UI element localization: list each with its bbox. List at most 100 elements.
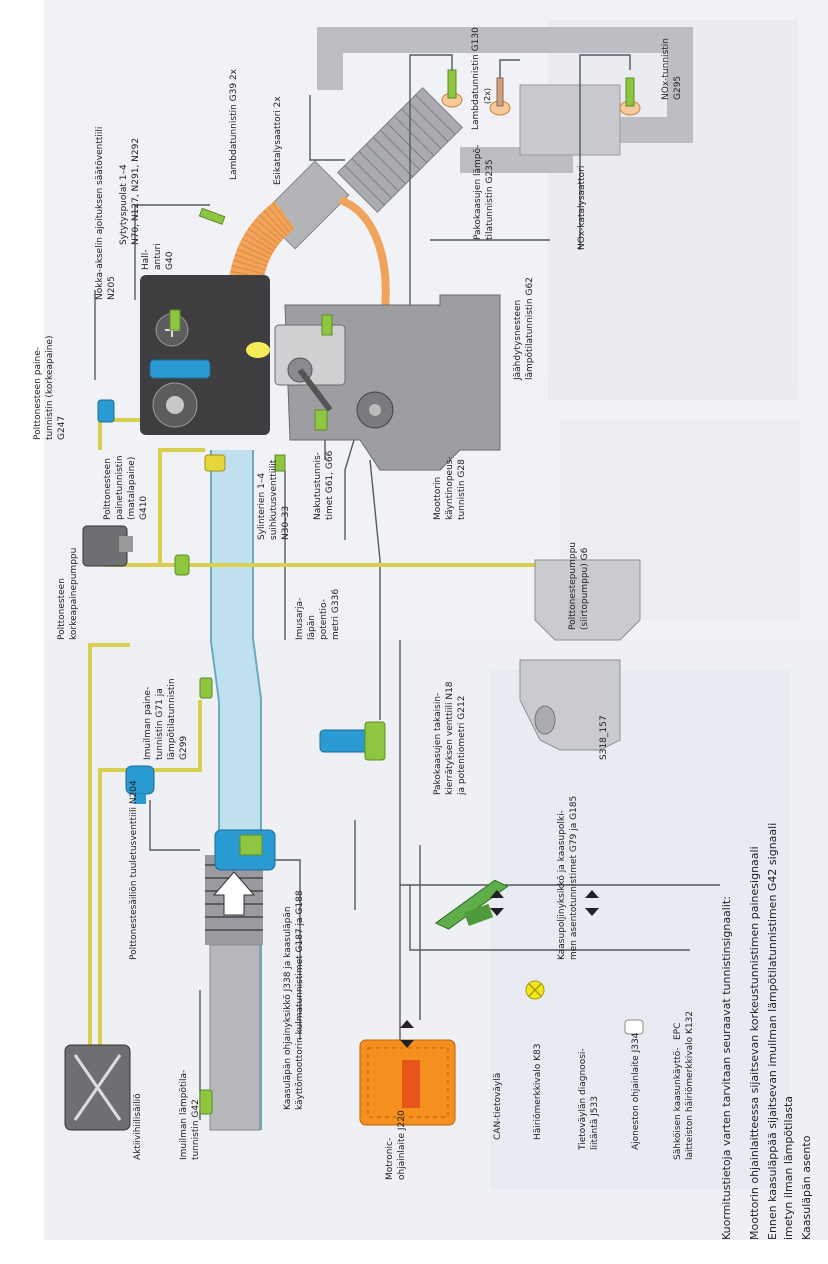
knock-sensor	[314, 409, 328, 431]
label-epc-symbol: EPC	[673, 1023, 683, 1040]
signals-heading: Kuormitustietoja varten tarvitaan seuraa…	[720, 896, 733, 1240]
figure-id: S318_157	[599, 715, 609, 760]
injector-rail	[149, 359, 211, 379]
label-nokka-a: Nokka-akselin ajoituksen säätöventtiili	[95, 127, 105, 300]
g42-sensor	[199, 1089, 213, 1115]
signal-item-3: imetyn ilman lämpötilasta	[782, 1096, 795, 1240]
label-poltto-korkea-a: Polttonesteen paine-	[33, 347, 43, 440]
label-imusarja-a: Imusarja-	[295, 598, 305, 640]
label-imuilma-paine-c: lämpötilatunnistin	[167, 678, 177, 760]
n204-valve	[125, 765, 155, 804]
bus-arrow-up-icon	[490, 890, 504, 898]
label-nokka-b: N205	[107, 276, 117, 300]
components	[64, 309, 509, 1131]
label-imuilma-lampo-a: Imuilman lämpötila-	[179, 1070, 189, 1160]
label-hall-a: Hall-	[141, 249, 151, 270]
temp-g235-icon	[489, 77, 511, 116]
label-syl-c: N30–33	[281, 506, 291, 540]
hall-sensor-g40	[169, 309, 181, 331]
label-imuilma-paine-b: tunnistin G71 ja	[155, 688, 165, 760]
label-poltto-pumppu-a: Polttonestepumppu	[568, 542, 578, 630]
label-tietovayla-a: Tietoväylän diagnoosi-	[578, 1048, 588, 1151]
label-naku-a: Nakutustunnis-	[313, 452, 323, 520]
label-sytytys-b: N70, N127, N291, N292	[131, 138, 141, 245]
injector-n30	[204, 454, 226, 472]
label-poltto-pumppu-b: (siirtopumppu) G6	[580, 547, 590, 630]
g336-pot	[274, 454, 286, 472]
label-lambda-2x: (2x)	[483, 88, 492, 104]
label-motronic-b: ohjainlaite J220	[397, 1110, 407, 1180]
main-catalyst	[337, 87, 463, 213]
throttle-unit-j338	[214, 829, 276, 871]
spark-flame	[246, 342, 270, 358]
signal-item-4: Kaasuläpän asento	[800, 1135, 813, 1240]
airflow-arrow-icon	[212, 871, 256, 916]
label-poltto-mata-b: painetunnistin	[115, 455, 125, 520]
label-kaasulappa-b: käyttömoottorin kulmatunnistimet G187 ja…	[295, 890, 305, 1110]
indicators	[400, 890, 644, 1048]
label-lambda-g39: Lambdatunnistin G39 2x	[229, 68, 239, 180]
lambda-g39-icon	[198, 207, 226, 225]
label-hall-c: G40	[165, 251, 175, 270]
label-aktiivihiili: Aktiivihiilisäiliö	[133, 1093, 143, 1160]
label-imuilma-paine-d: G299	[179, 736, 189, 760]
immobilizer-icon	[624, 1019, 644, 1035]
label-kaynti-b: käyntinopeus-	[445, 456, 455, 520]
label-motronic-a: Motronic-	[385, 1138, 395, 1180]
label-jaahdytys-a: Jäähdytysnesteen	[513, 300, 523, 381]
label-poltto-korkea-b: tunnistin (korkeapaine)	[45, 336, 55, 440]
coolant-sensor-g62	[321, 314, 333, 336]
crank-sensor-gear	[356, 391, 394, 429]
label-poltto-mata-a: Polttonesteen	[103, 458, 113, 520]
exhaust-system	[226, 27, 693, 332]
label-poltto-mata-d: G410	[139, 496, 149, 520]
label-pakokaasu-lampo-a: Pakokaasujen lämpö-	[473, 145, 483, 240]
can-arrow-down-icon	[400, 1040, 414, 1048]
label-imusarja-d: metri G336	[331, 589, 341, 640]
lambda-g130-icon	[441, 69, 463, 108]
label-tietovayla-b: liitäntä J533	[590, 1096, 600, 1150]
label-kaasulappa-a: Kaasuläpän ohjainyksikkö J338 ja kaasulä…	[283, 906, 293, 1110]
bleed-through-text	[490, 20, 800, 1190]
label-tuuletus: Polttonestesäiliön tuuletusventtiili N20…	[129, 780, 139, 960]
signal-item-2: Ennen kaasuläppää sijaitsevan imuilman l…	[766, 823, 779, 1240]
label-hairio: Häiriömerkkivalo K83	[533, 1044, 543, 1140]
label-sytytys-a: Sytytyspuolat 1–4	[119, 164, 129, 245]
label-kaynti-c: tunnistin G28	[457, 459, 467, 520]
labels: Lambdatunnistin G130 (2x) NOx-tunnistin …	[33, 27, 695, 1180]
g410-sensor	[174, 554, 190, 576]
label-lambda-g130: Lambdatunnistin G130	[471, 27, 481, 130]
label-egr-a: Pakokaasujen takaisin-	[433, 693, 443, 795]
label-can: CAN-tietoväylä	[493, 1073, 503, 1140]
label-kaasupoljin-a: Kaasupoljinyksikkö ja kaasupolki-	[557, 810, 567, 960]
nox-g295-icon	[619, 77, 641, 116]
signal-list: Kuormitustietoja varten tarvitaan seuraa…	[720, 823, 813, 1240]
sensor-wiring	[94, 54, 720, 1120]
label-poltto-korkea-c: G247	[57, 416, 67, 440]
g247-sensor	[97, 399, 115, 423]
label-imusarja-c: potentio-	[319, 599, 329, 640]
label-imuilma-lampo-b: tunnistin G42	[191, 1099, 201, 1160]
label-poltto-mata-c: (matalapaine)	[127, 457, 137, 520]
nox-catalyst	[519, 84, 621, 156]
label-epc-b: laitteiston häiriömerkkivalo K132	[685, 1011, 695, 1160]
signal-item-1: Moottorin ohjainlaitteessa sijaitsevan k…	[748, 846, 761, 1240]
egr-pipe	[338, 196, 390, 311]
label-hall-b: anturi	[153, 243, 163, 270]
label-syl-a: Sylinterien 1–4	[257, 473, 267, 540]
intake-tract	[205, 450, 263, 1131]
label-ajonesto: Ajoneston ohjainlaite J334	[631, 1032, 641, 1150]
label-nox-kat: NOx-katalysaattori	[577, 166, 587, 250]
high-pressure-pump	[82, 525, 133, 567]
label-jaahdytys-b: lämpötilatunnistin G62	[525, 277, 535, 380]
motronic-ecu	[359, 1039, 456, 1126]
diag-arrow-up-icon	[585, 890, 599, 898]
bus-arrow-down-icon	[490, 908, 504, 916]
activated-carbon-canister	[64, 1044, 131, 1131]
accelerator-pedal	[434, 879, 509, 930]
label-naku-b: timet G61, G66	[325, 450, 335, 520]
label-korkea-pumppu-b: korkeapainepumppu	[69, 548, 79, 640]
diag-arrow-down-icon	[585, 908, 599, 916]
g71-sensor	[199, 677, 213, 699]
egr-valve-n18	[319, 721, 386, 761]
